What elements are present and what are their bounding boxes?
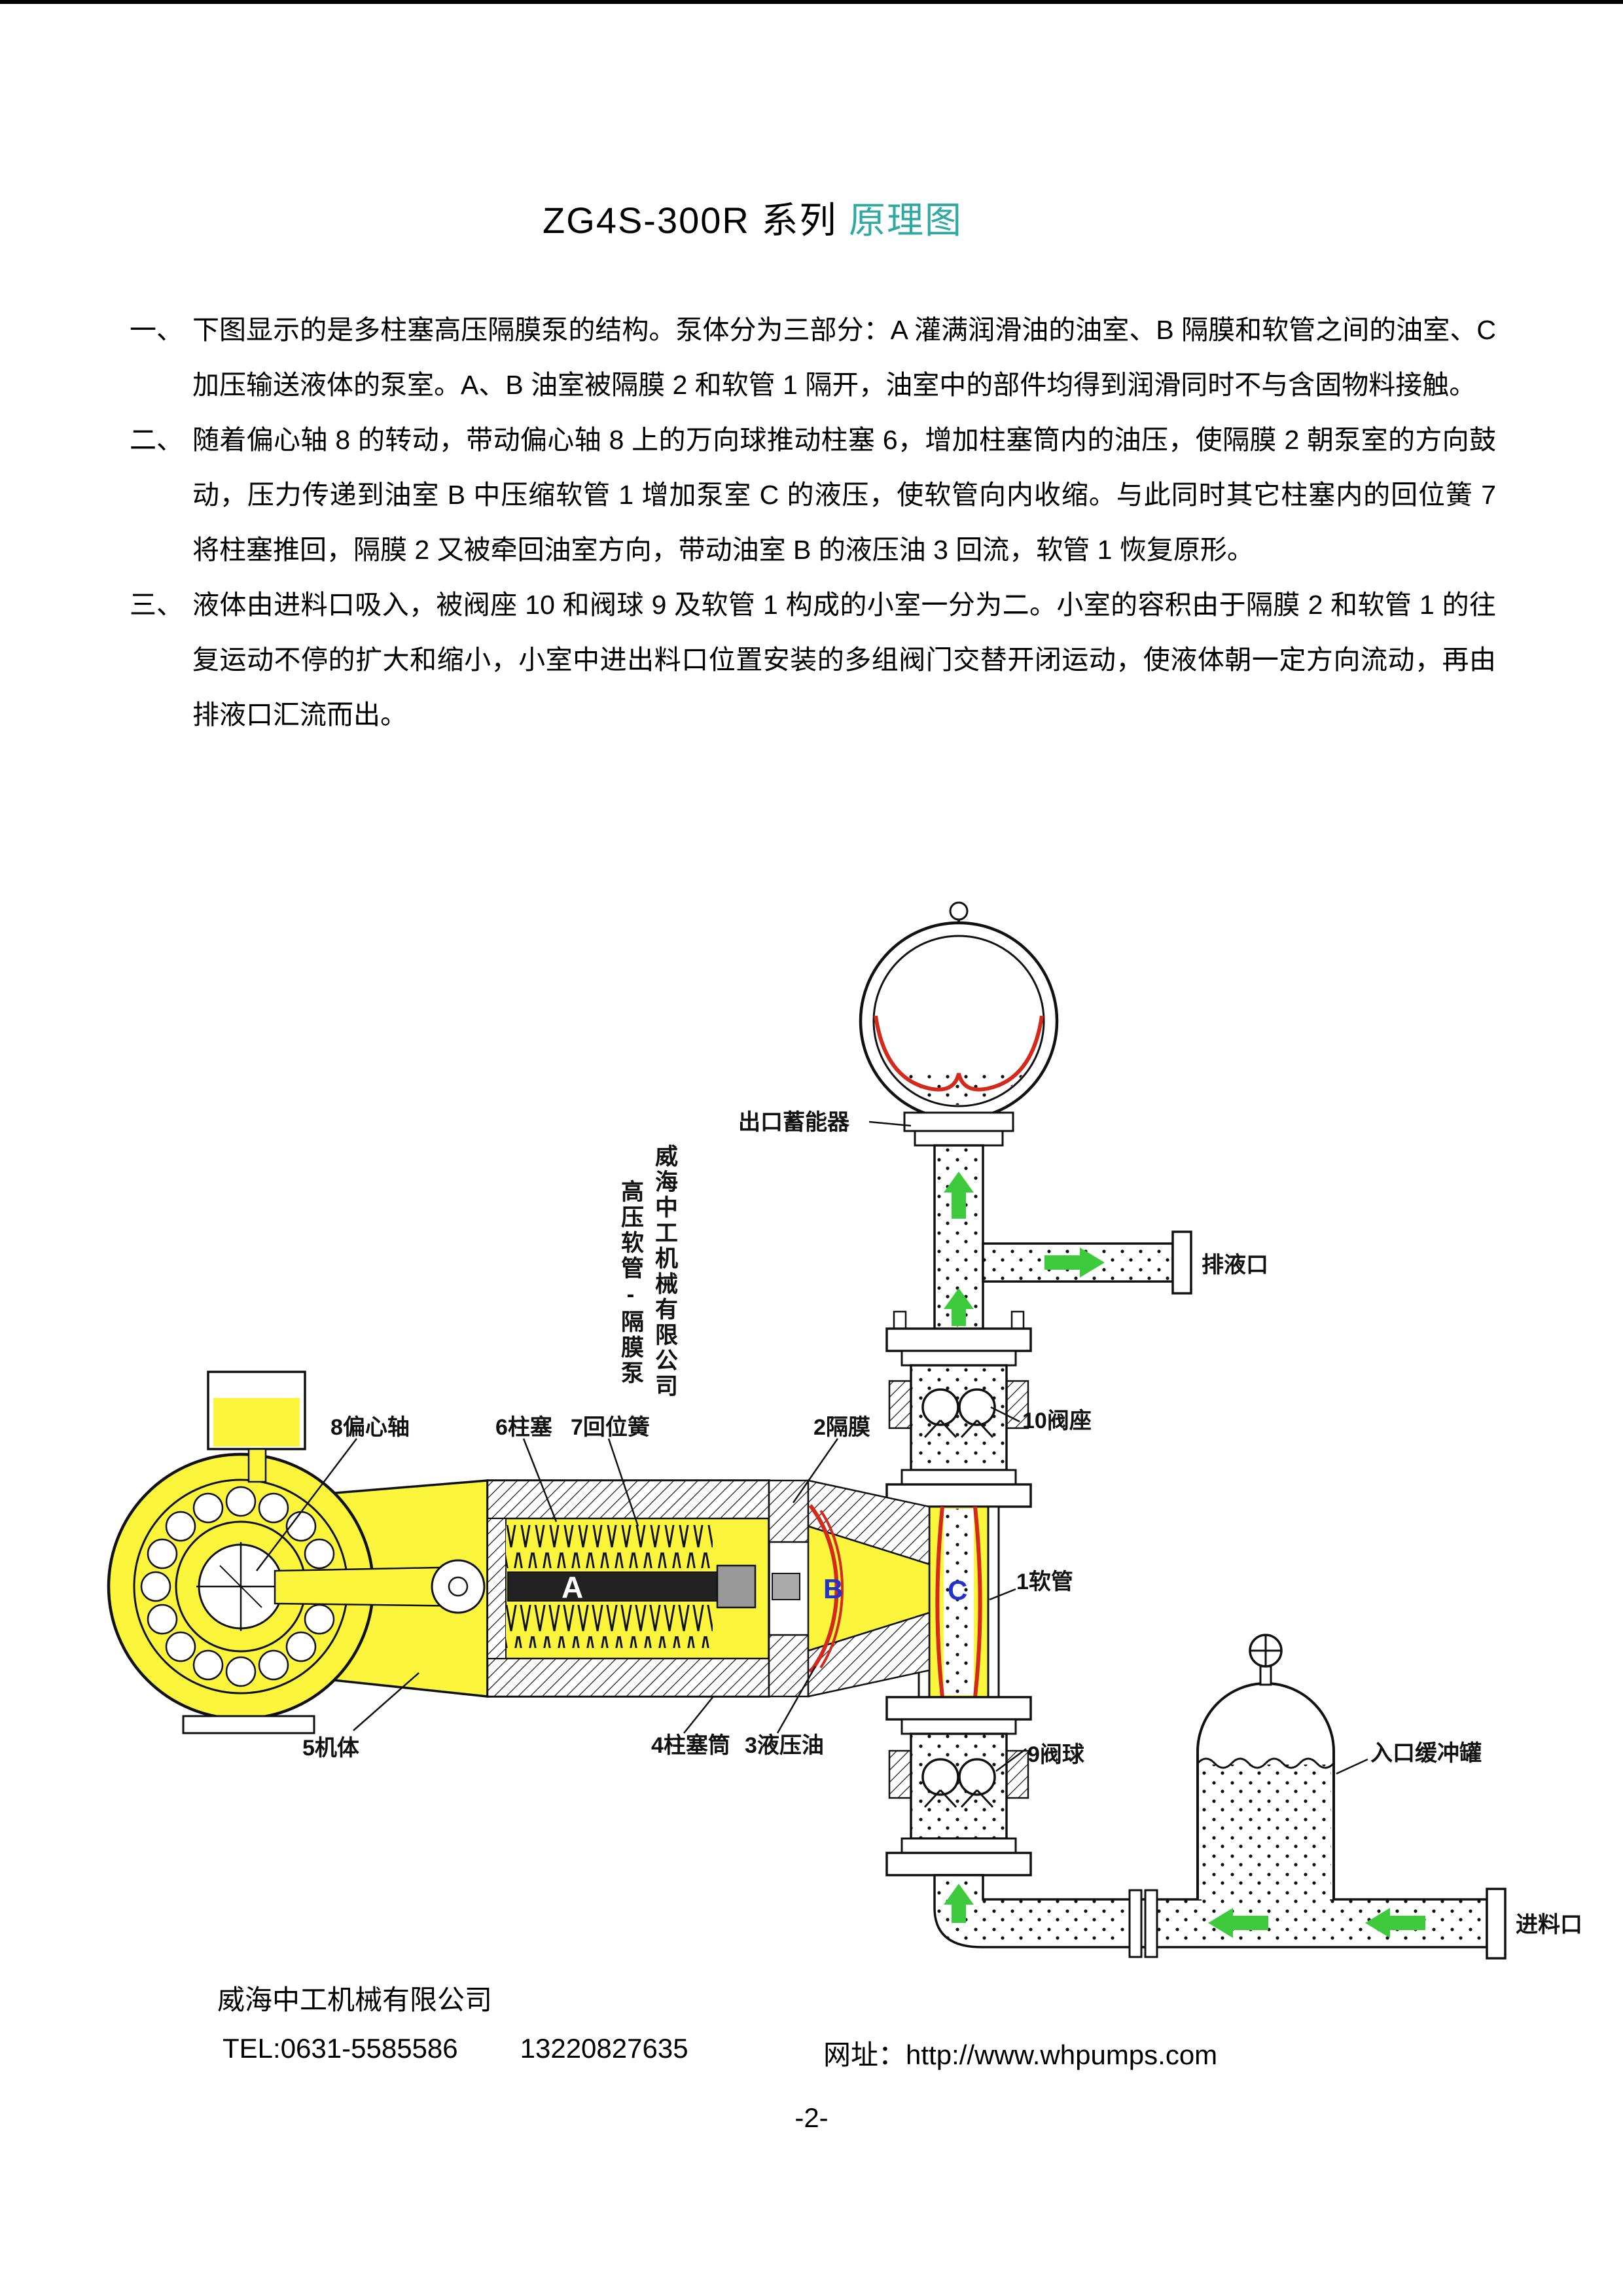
paragraph-3-text: 液体由进料口吸入，被阀座 10 和阀球 9 及软管 1 构成的小室一分为二。小室… bbox=[192, 590, 1496, 730]
inlet-piping bbox=[933, 1874, 1507, 1960]
paragraph-1-text: 下图显示的是多柱塞高压隔膜泵的结构。泵体分为三部分：A 灌满润滑油的油室、B 隔… bbox=[192, 315, 1496, 400]
label-part1: 1软管 bbox=[1016, 1570, 1073, 1594]
flow-arrows bbox=[944, 1172, 1425, 1938]
page-number: -2- bbox=[794, 2102, 829, 2133]
hose-wall bbox=[935, 1506, 944, 1698]
label-part2: 2隔膜 bbox=[813, 1415, 870, 1440]
flow-arrow-up-icon bbox=[944, 1884, 974, 1923]
valve-ball-icon bbox=[958, 1388, 996, 1426]
footer-tel: TEL:0631-5585586 bbox=[223, 2033, 458, 2064]
lower-valve bbox=[885, 1696, 1032, 1876]
label-buffer-tank: 入口缓冲罐 bbox=[1370, 1741, 1482, 1766]
inlet-buffer-tank bbox=[1196, 1634, 1335, 1903]
page-title: ZG4S-300R 系列 原理图 bbox=[0, 191, 1505, 244]
upper-valve bbox=[885, 1310, 1032, 1508]
return-spring-bottom bbox=[506, 1605, 713, 1648]
diaphragm-section: B bbox=[768, 1479, 931, 1698]
paragraph-2: 二、 随着偏心轴 8 的转动，带动偏心轴 8 上的万向球推动柱塞 6，增加柱塞筒… bbox=[130, 412, 1496, 577]
chamber-c-label: C bbox=[948, 1575, 967, 1605]
flow-arrow-up-icon bbox=[944, 1172, 974, 1219]
label-part8: 8偏心轴 bbox=[330, 1415, 410, 1440]
valve-ball-icon bbox=[921, 1388, 959, 1426]
label-part9: 9阀球 bbox=[1027, 1742, 1085, 1767]
leader-lines bbox=[256, 1121, 1368, 1775]
footer-mobile: 13220827635 bbox=[520, 2033, 688, 2064]
label-discharge-port: 排液口 bbox=[1202, 1253, 1268, 1278]
title-main: ZG4S-300R 系列 bbox=[543, 200, 838, 241]
paragraph-1-marker: 一、 bbox=[130, 315, 183, 345]
oil-funnel bbox=[207, 1371, 306, 1483]
valve-ball-icon bbox=[958, 1758, 996, 1796]
flow-arrow-left-icon bbox=[1365, 1908, 1425, 1938]
hose-wall bbox=[973, 1506, 982, 1698]
plunger-rod bbox=[507, 1571, 718, 1602]
footer-contact: TEL:0631-5585586 13220827635 bbox=[223, 2033, 688, 2064]
label-part4: 4柱塞筒 bbox=[651, 1733, 730, 1758]
return-spring-top bbox=[506, 1525, 713, 1568]
discharge-piping bbox=[933, 1144, 1192, 1331]
chamber-b-label: B bbox=[823, 1573, 843, 1604]
pump-power-end bbox=[107, 1371, 489, 1734]
plunger-head bbox=[716, 1564, 757, 1609]
flow-arrow-up-icon bbox=[944, 1288, 974, 1326]
label-inlet-port: 进料口 bbox=[1516, 1912, 1582, 1937]
part-labels: 出口蓄能器 排液口 进料口 入口缓冲罐 8偏心轴 6柱塞 7回位簧 2隔膜 10… bbox=[302, 1110, 1582, 1937]
valve-ball-icon bbox=[921, 1758, 959, 1796]
label-part6: 6柱塞 bbox=[495, 1415, 552, 1440]
flow-arrow-left-icon bbox=[1208, 1908, 1268, 1938]
paragraph-1: 一、 下图显示的是多柱塞高压隔膜泵的结构。泵体分为三部分：A 灌满润滑油的油室、… bbox=[130, 302, 1496, 412]
paragraph-2-marker: 二、 bbox=[130, 425, 183, 455]
label-part7: 7回位簧 bbox=[571, 1414, 650, 1440]
paragraph-3-marker: 三、 bbox=[130, 590, 183, 620]
diaphragm-membrane bbox=[808, 1504, 839, 1674]
label-part3: 3液压油 bbox=[745, 1733, 824, 1758]
label-part5: 5机体 bbox=[302, 1736, 359, 1761]
pump-base bbox=[182, 1715, 315, 1734]
body-text: 一、 下图显示的是多柱塞高压隔膜泵的结构。泵体分为三部分：A 灌满润滑油的油室、… bbox=[130, 302, 1496, 742]
footer-company: 威海中工机械有限公司 bbox=[217, 1984, 493, 2015]
title-accent: 原理图 bbox=[848, 200, 963, 241]
accumulator-bladder bbox=[874, 1015, 1044, 1092]
paragraph-2-text: 随着偏心轴 8 的转动，带动偏心轴 8 上的万向球推动柱塞 6，增加柱塞筒内的油… bbox=[192, 425, 1496, 565]
flow-arrow-right-icon bbox=[1044, 1247, 1105, 1278]
plunger-assembly: A bbox=[486, 1479, 770, 1698]
label-accumulator: 出口蓄能器 bbox=[738, 1110, 850, 1135]
page-top-rule bbox=[0, 0, 1623, 4]
footer-website[interactable]: 网址：http://www.whpumps.com bbox=[823, 2039, 1218, 2070]
outlet-accumulator bbox=[859, 901, 1059, 1147]
vertical-company-name: 威海中工机械有限公司 bbox=[652, 1144, 677, 1399]
bearing-balls bbox=[140, 1486, 342, 1687]
paragraph-3: 三、 液体由进料口吸入，被阀座 10 和阀球 9 及软管 1 构成的小室一分为二… bbox=[130, 577, 1496, 742]
label-part10: 10阀座 bbox=[1022, 1408, 1092, 1433]
vertical-product-name: 高压软管-隔膜泵 bbox=[618, 1179, 643, 1386]
chamber-a-label: A bbox=[562, 1570, 583, 1604]
